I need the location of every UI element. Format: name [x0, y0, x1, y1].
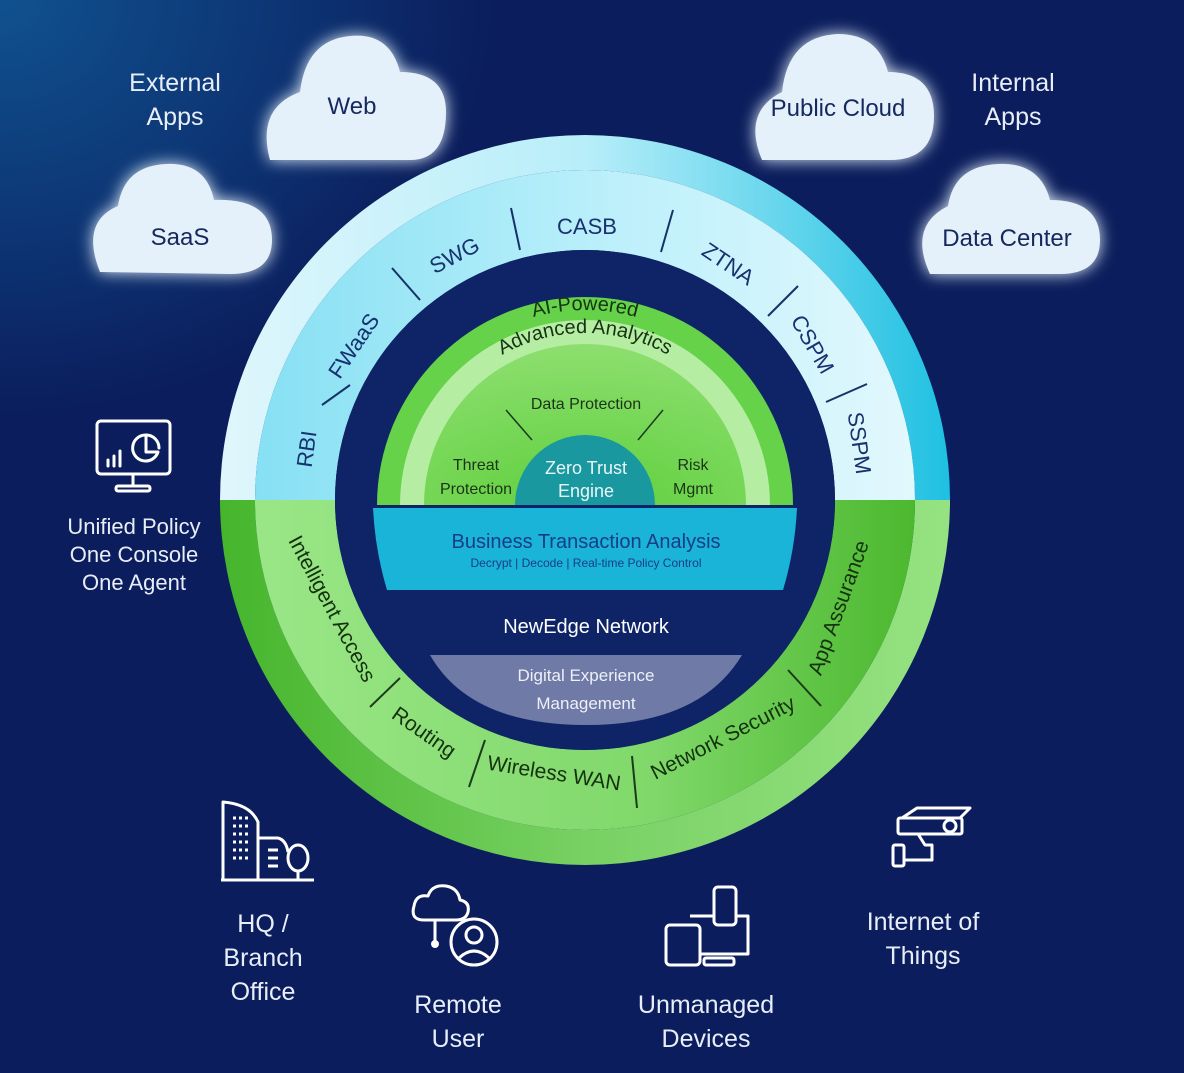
- iot-line: Things: [885, 942, 961, 970]
- remote-line: User: [431, 1025, 485, 1053]
- unmanaged-devices-label: Unmanaged Devices: [616, 988, 796, 1056]
- unified-line: Unified Policy: [67, 514, 201, 539]
- cloud-saas[interactable]: [93, 163, 272, 274]
- zero-trust-engine[interactable]: [515, 435, 655, 505]
- cloud-saas-label: SaaS: [151, 224, 210, 251]
- segment-casb[interactable]: CASB: [557, 214, 617, 239]
- unified-line: One Agent: [82, 570, 186, 595]
- cloud-data-center-label: Data Center: [942, 225, 1071, 252]
- zero-trust-engine-label-line2: Engine: [558, 481, 614, 501]
- external-apps-line: External: [129, 69, 221, 97]
- remote-user-label: Remote User: [388, 988, 528, 1056]
- buildings-icon: [221, 800, 314, 882]
- internal-apps-label: Internal Apps: [943, 66, 1083, 134]
- security-ring-dividers: [321, 207, 868, 406]
- devices-icon: [664, 885, 750, 967]
- data-protection-label[interactable]: Data Protection: [531, 396, 641, 413]
- cloud-data-center[interactable]: [922, 163, 1100, 274]
- network-label-band: [255, 500, 915, 830]
- cloud-web-label: Web: [328, 93, 377, 120]
- security-label-band: [255, 170, 915, 500]
- external-apps-line: Apps: [146, 103, 204, 131]
- cloud-web[interactable]: [266, 35, 446, 160]
- remote-line: Remote: [414, 991, 502, 1019]
- monitor-analytics-icon: [95, 419, 172, 493]
- segment-rbi[interactable]: RBI: [292, 429, 322, 469]
- bta-title: Business Transaction Analysis: [451, 531, 720, 553]
- security-camera-icon: [891, 806, 972, 868]
- hq-line: Office: [230, 978, 296, 1006]
- external-apps-label: External Apps: [105, 66, 245, 134]
- zero-trust-engine-label-line1: Zero Trust: [545, 458, 627, 478]
- hq-line: Branch: [223, 944, 303, 972]
- iot-line: Internet of: [866, 908, 980, 936]
- hq-line: HQ /: [237, 910, 289, 938]
- dem-label-line2: Management: [536, 694, 636, 713]
- network-ring-dividers: [369, 669, 822, 809]
- unmanaged-line: Devices: [661, 1025, 751, 1053]
- dome-divider: [505, 409, 533, 441]
- internal-apps-line: Apps: [984, 103, 1042, 131]
- cloud-user-icon: [411, 884, 499, 967]
- threat-protection-label-line1[interactable]: Threat: [453, 457, 500, 474]
- risk-mgmt-label-line1[interactable]: Risk: [677, 457, 709, 474]
- internal-apps-line: Internal: [971, 69, 1055, 97]
- bta-subtitle: Decrypt | Decode | Real-time Policy Cont…: [471, 556, 702, 570]
- threat-protection-label-line2[interactable]: Protection: [440, 481, 512, 498]
- newedge-network-label[interactable]: NewEdge Network: [503, 616, 670, 638]
- cloud-public-cloud-label: Public Cloud: [771, 95, 906, 122]
- dem-label-line1: Digital Experience: [517, 666, 654, 685]
- digital-experience-management[interactable]: [430, 655, 742, 725]
- unified-policy-label: Unified Policy One Console One Agent: [44, 513, 224, 597]
- unmanaged-line: Unmanaged: [637, 991, 775, 1019]
- cloud-public-cloud[interactable]: [755, 34, 934, 160]
- dome-divider: [637, 409, 664, 441]
- internet-of-things-label: Internet of Things: [838, 905, 1008, 973]
- unified-line: One Console: [69, 542, 199, 567]
- business-transaction-analysis-band[interactable]: [373, 508, 797, 590]
- hq-branch-office-label: HQ / Branch Office: [193, 907, 333, 1009]
- risk-mgmt-label-line2[interactable]: Mgmt: [673, 481, 714, 498]
- security-functions-dome: [424, 344, 746, 505]
